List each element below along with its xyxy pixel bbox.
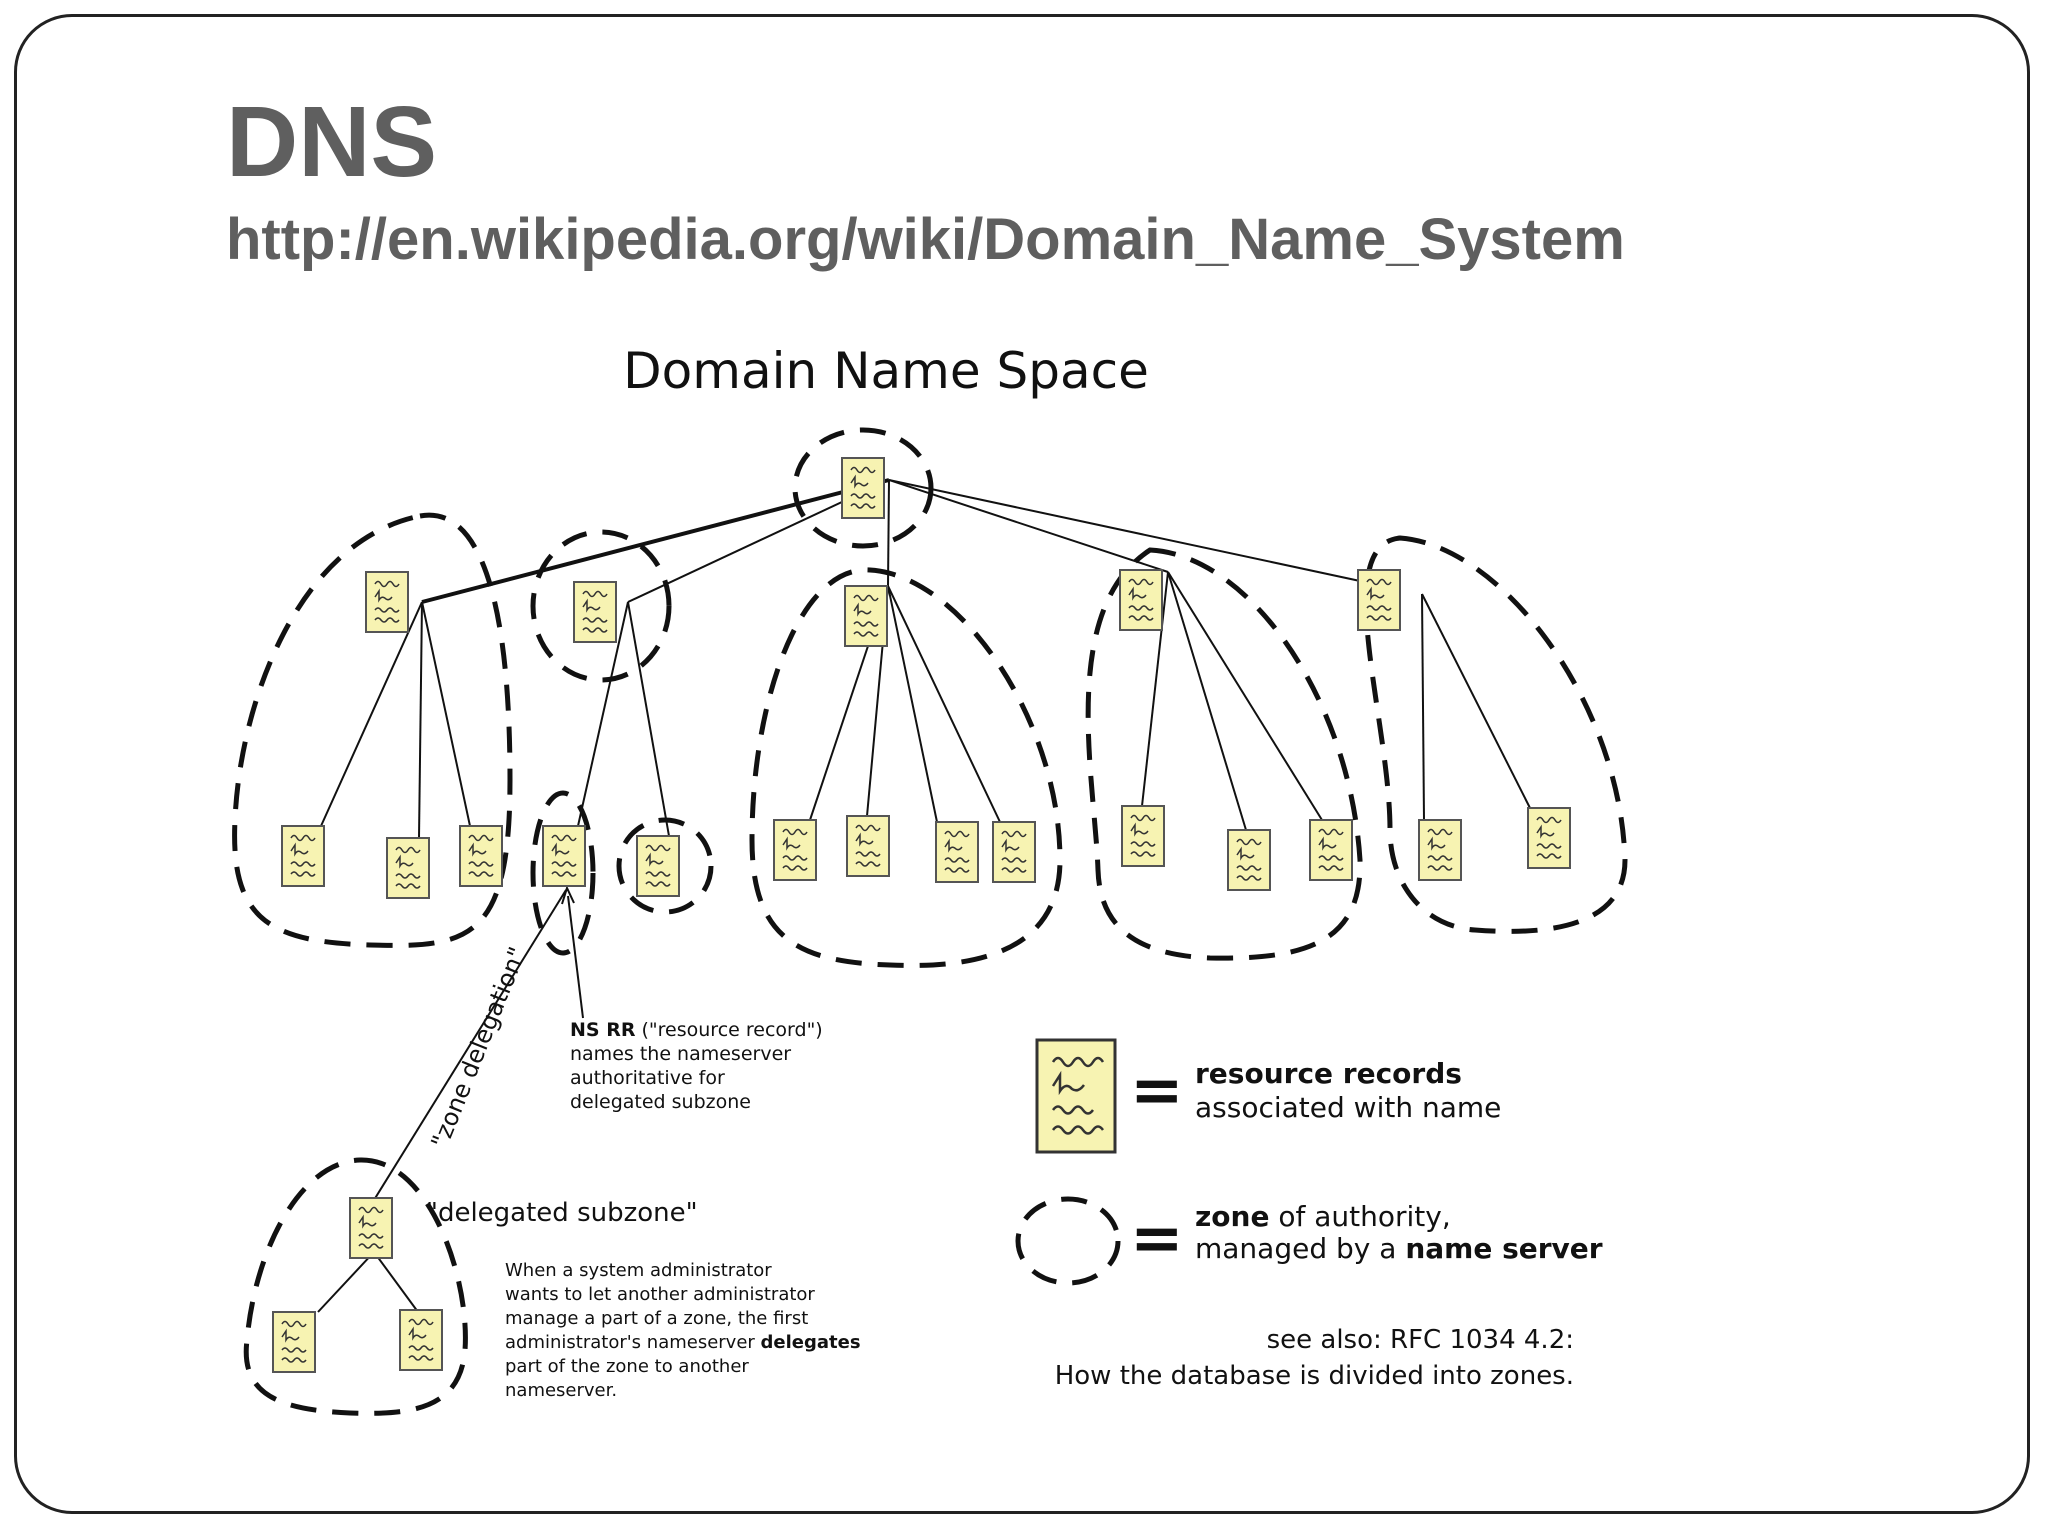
zone-boundary-b-delegated — [530, 790, 596, 956]
record-icon — [773, 819, 817, 881]
ns-rr-arrow — [561, 885, 584, 1019]
admin-note-line3: manage a part of a zone, the first — [505, 1308, 808, 1329]
record-icon — [846, 815, 890, 877]
ns-rr-note: NS RR ("resource record") names the name… — [570, 1019, 823, 1113]
record-icon — [844, 585, 888, 647]
record-icon — [935, 821, 979, 883]
admin-note-line6: nameserver. — [505, 1380, 617, 1401]
record-icon-subzone — [349, 1197, 393, 1259]
record-icon-ns-rr — [542, 825, 586, 887]
record-icon — [399, 1309, 443, 1371]
see-also-line2: How the database is divided into zones. — [1055, 1361, 1574, 1391]
admin-note-line1: When a system administrator — [505, 1260, 772, 1281]
zones — [232, 427, 1628, 1416]
ns-rr-note-bold: NS RR — [570, 1019, 636, 1041]
zone-boundary-e — [1363, 535, 1628, 934]
record-icon — [1309, 819, 1353, 881]
slide-title: DNS — [226, 86, 438, 198]
record-icon — [281, 825, 325, 887]
ns-rr-note-line1: ("resource record") — [635, 1019, 822, 1041]
record-icon — [1527, 807, 1571, 869]
ns-rr-note-line2: names the nameserver — [570, 1043, 791, 1065]
record-icon — [1418, 819, 1462, 881]
svg-text:zone of authority,: zone of authority, — [1195, 1200, 1451, 1233]
record-icon — [365, 571, 409, 633]
see-also-line1: see also: RFC 1034 4.2: — [1267, 1325, 1574, 1355]
record-icon — [272, 1311, 316, 1373]
legend-zone-symbol — [1015, 1196, 1121, 1286]
record-icon — [459, 825, 503, 887]
slide-url: http://en.wikipedia.org/wiki/Domain_Name… — [226, 207, 1625, 272]
zone-boundary-delegated-subzone — [243, 1157, 468, 1416]
legend: = resource records associated with name … — [1035, 1038, 1603, 1276]
record-icon — [1121, 805, 1165, 867]
zone-boundary-c — [749, 567, 1063, 968]
record-icon — [573, 581, 617, 643]
record-icon — [1357, 569, 1401, 631]
legend-equals-zone: = — [1130, 1202, 1184, 1276]
record-icon-root — [841, 457, 885, 519]
admin-note-line2: wants to let another administrator — [505, 1284, 815, 1305]
svg-text:NS RR ("resource record"): NS RR ("resource record") — [570, 1019, 823, 1041]
record-icon — [1119, 569, 1163, 631]
admin-note-line5: part of the zone to another — [505, 1356, 749, 1377]
legend-ns-title: name server — [1405, 1232, 1602, 1265]
zone-boundary-a — [232, 512, 513, 948]
legend-record-icon — [1035, 1038, 1117, 1154]
record-icon — [992, 821, 1036, 883]
record-icon — [1227, 829, 1271, 891]
zone-boundary-b — [530, 529, 672, 683]
legend-equals-rr: = — [1130, 1054, 1184, 1128]
legend-rr-desc: associated with name — [1195, 1091, 1501, 1124]
legend-rr-title: resource records — [1195, 1057, 1462, 1090]
diagram-title: Domain Name Space — [623, 342, 1149, 400]
record-icon — [636, 835, 680, 897]
admin-note-delegates: delegates — [761, 1332, 861, 1353]
see-also: see also: RFC 1034 4.2: How the database… — [1055, 1325, 1574, 1391]
legend-zone-desc: of authority, — [1269, 1200, 1450, 1233]
svg-text:managed by a name server: managed by a name server — [1195, 1232, 1603, 1265]
admin-note-line4: administrator's nameserver — [505, 1332, 761, 1353]
svg-text:administrator's nameserver del: administrator's nameserver delegates — [505, 1332, 861, 1353]
legend-ns-desc: managed by a — [1195, 1232, 1405, 1265]
delegated-subzone-label: "delegated subzone" — [426, 1198, 698, 1228]
zone-boundary-b-child — [616, 817, 714, 915]
legend-zone-title: zone — [1195, 1200, 1269, 1233]
zone-boundary-d — [1085, 547, 1363, 961]
admin-note: When a system administrator wants to let… — [505, 1260, 861, 1401]
ns-rr-note-line4: delegated subzone — [570, 1091, 751, 1113]
record-icon — [386, 837, 430, 899]
ns-rr-note-line3: authoritative for — [570, 1067, 725, 1089]
tree-edges — [317, 478, 1531, 1313]
zone-delegation-label: "zone delegation" — [426, 943, 532, 1152]
